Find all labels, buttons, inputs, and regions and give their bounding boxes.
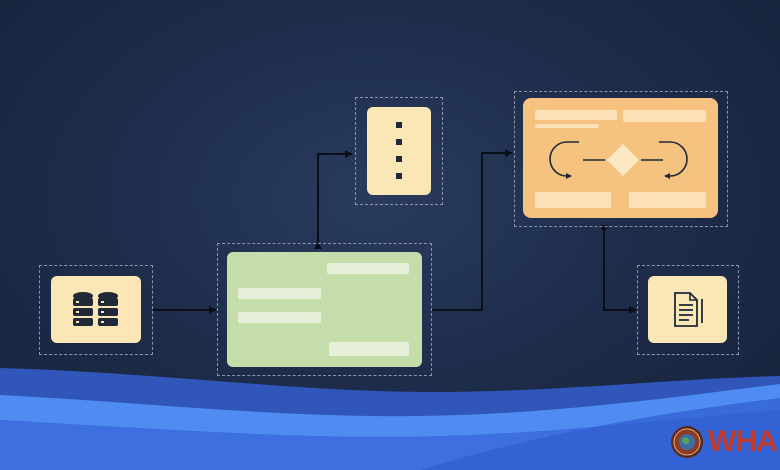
document-node bbox=[637, 265, 739, 355]
process-panel-node bbox=[514, 91, 728, 227]
process-panel-bar bbox=[535, 110, 617, 120]
vertical-dots-icon bbox=[396, 122, 402, 179]
menu-list-card bbox=[367, 107, 431, 195]
database-icon bbox=[73, 292, 118, 326]
process-panel-bar bbox=[535, 192, 611, 208]
database-card bbox=[51, 276, 141, 343]
main-panel-bar bbox=[238, 288, 321, 299]
process-panel-bar bbox=[629, 192, 706, 208]
process-panel-card bbox=[523, 98, 718, 218]
edge-main-to-process bbox=[432, 149, 513, 311]
brand-logo: WHA bbox=[670, 422, 780, 462]
process-panel-bar bbox=[623, 110, 706, 122]
main-panel-bar bbox=[329, 342, 409, 356]
main-panel-card bbox=[227, 252, 422, 367]
document-icon bbox=[674, 292, 703, 327]
menu-list-node bbox=[355, 97, 443, 205]
edge-process-to-document bbox=[600, 225, 637, 314]
document-card bbox=[648, 276, 727, 343]
globe-seal-icon bbox=[671, 426, 703, 458]
process-panel-bar bbox=[535, 124, 599, 128]
main-panel-node bbox=[217, 243, 432, 376]
main-panel-bar bbox=[238, 312, 321, 323]
logo-text: WHA bbox=[708, 425, 778, 458]
decision-flow-icon bbox=[549, 141, 688, 179]
main-panel-bar bbox=[327, 263, 409, 274]
edge-main-to-menu bbox=[314, 150, 353, 249]
database-node bbox=[39, 265, 153, 355]
